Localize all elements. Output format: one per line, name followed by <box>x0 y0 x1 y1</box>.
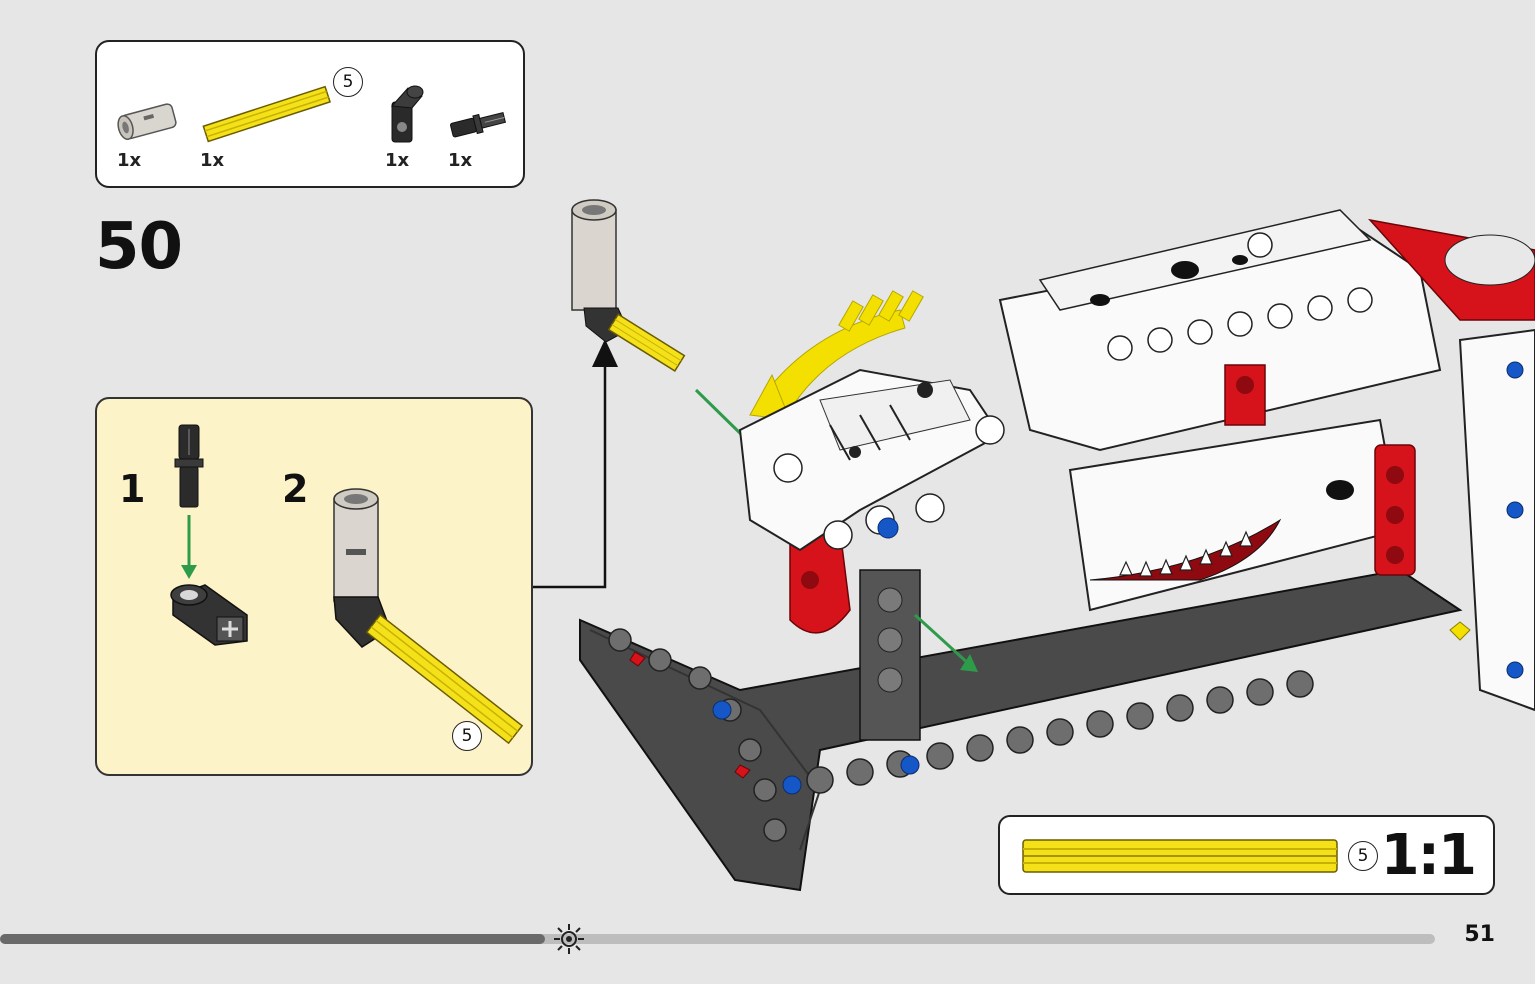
scale-label: 1:1 <box>1380 823 1477 888</box>
axle-5-icon <box>202 85 331 143</box>
axle-pin-icon <box>450 112 507 138</box>
axle-5-icon <box>1022 839 1338 873</box>
substep-2-illustration <box>333 488 524 745</box>
substep-number-1: 1 <box>119 467 146 511</box>
angle-connector-icon <box>170 584 248 646</box>
rotation-arrow-icon <box>749 290 924 421</box>
part-qty-3: 1x <box>385 150 410 171</box>
substep-number-2: 2 <box>282 467 309 511</box>
page-number: 51 <box>1464 922 1495 947</box>
axle-scale-box: 5 1:1 <box>998 815 1495 895</box>
model-illustration <box>571 199 1535 892</box>
angle-connector-icon <box>390 85 424 143</box>
sub-assembly-part <box>571 199 686 372</box>
callout-arrow <box>533 339 618 589</box>
substep-axle-length-badge: 5 <box>452 721 482 751</box>
part-qty-2: 1x <box>200 150 225 171</box>
part-qty-4: 1x <box>448 150 473 171</box>
part-qty-1: 1x <box>117 150 142 171</box>
substep-box: 1 2 5 <box>95 397 533 776</box>
parts-list: 1x 1x 5 1x 1x <box>95 40 525 188</box>
scale-length-badge: 5 <box>1348 841 1378 871</box>
axle-pin-icon <box>174 424 204 508</box>
pin-connector-icon <box>117 103 177 140</box>
step-number: 50 <box>95 210 183 284</box>
axle-length-badge: 5 <box>333 67 363 97</box>
progress-gear-icon <box>554 924 584 954</box>
progress-fill <box>0 934 546 944</box>
progress-bar <box>0 934 1435 944</box>
substep-1-illustration <box>170 424 248 646</box>
